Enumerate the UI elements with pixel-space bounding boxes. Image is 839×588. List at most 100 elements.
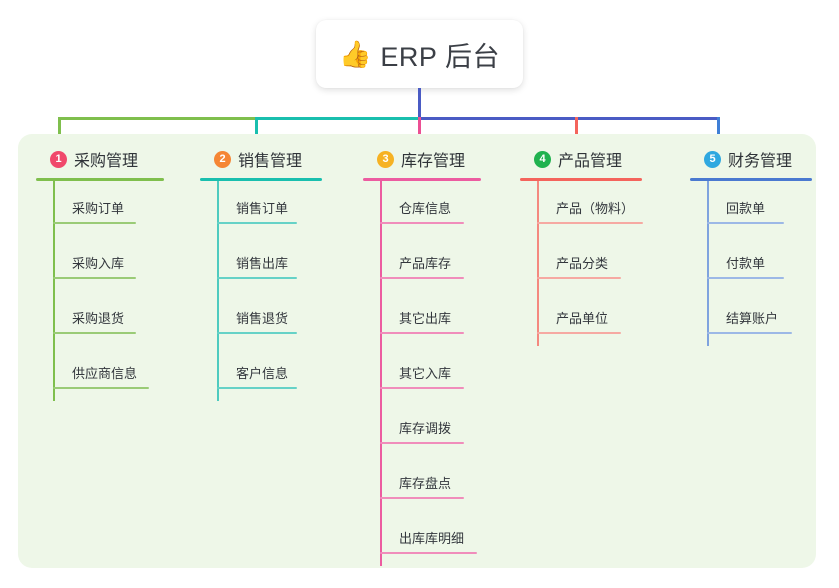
leaf-item[interactable]: 回款单 <box>690 181 820 236</box>
leaf-item[interactable]: 出库库明细 <box>363 511 503 566</box>
leaf-item[interactable]: 结算账户 <box>690 291 820 346</box>
leaf-label: 客户信息 <box>236 366 289 381</box>
bus-segment-green <box>58 117 258 120</box>
leaf-label: 付款单 <box>726 256 766 271</box>
leaf-rule <box>537 222 643 224</box>
leaf-label: 采购退货 <box>72 311 125 326</box>
branch-column-3: 3 库存管理 仓库信息 产品库存 其它出库 其它入库 库存调拨 <box>363 146 503 566</box>
leaf-label: 采购订单 <box>72 201 125 216</box>
branch-rule-5 <box>690 178 812 181</box>
leaf-rule <box>380 442 464 444</box>
leaf-item[interactable]: 销售出库 <box>200 236 330 291</box>
branch-title-5: 财务管理 <box>728 153 793 170</box>
leaf-label: 库存盘点 <box>399 476 452 491</box>
branch-children-1: 采购订单 采购入库 采购退货 供应商信息 <box>36 181 166 401</box>
branch-column-1: 1 采购管理 采购订单 采购入库 采购退货 供应商信息 <box>36 146 166 401</box>
branch-header-5[interactable]: 5 财务管理 <box>690 146 820 172</box>
branch-rule-4 <box>520 178 642 181</box>
branch-header-4[interactable]: 4 产品管理 <box>520 146 665 172</box>
branch-column-2: 2 销售管理 销售订单 销售出库 销售退货 客户信息 <box>200 146 330 401</box>
branch-column-5: 5 财务管理 回款单 付款单 结算账户 <box>690 146 820 346</box>
leaf-label: 回款单 <box>726 201 766 216</box>
branch-column-4: 4 产品管理 产品（物料） 产品分类 产品单位 <box>520 146 665 346</box>
leaf-rule <box>380 277 464 279</box>
leaf-rule <box>217 277 297 279</box>
leaf-rule <box>53 222 136 224</box>
branch-title-3: 库存管理 <box>401 153 466 170</box>
leaf-item[interactable]: 仓库信息 <box>363 181 503 236</box>
branch-badge-4: 4 <box>534 150 551 168</box>
leaf-item[interactable]: 采购入库 <box>36 236 166 291</box>
leaf-item[interactable]: 产品单位 <box>520 291 665 346</box>
leaf-item[interactable]: 付款单 <box>690 236 820 291</box>
drop-line-branch-4 <box>575 117 578 149</box>
leaf-rule <box>707 222 784 224</box>
leaf-item[interactable]: 产品分类 <box>520 236 665 291</box>
branch-rule-1 <box>36 178 164 181</box>
branch-title-4: 产品管理 <box>558 153 623 170</box>
leaf-rule <box>53 332 136 334</box>
root-node[interactable]: 👍 ERP 后台 <box>316 20 523 88</box>
leaf-rule <box>380 222 464 224</box>
branch-rule-2 <box>200 178 322 181</box>
drop-line-branch-5 <box>717 117 720 149</box>
branch-badge-1: 1 <box>50 150 67 168</box>
leaf-label: 销售退货 <box>236 311 289 326</box>
leaf-item[interactable]: 其它入库 <box>363 346 503 401</box>
branch-trunk-2 <box>217 181 219 401</box>
root-stem-line <box>418 88 421 120</box>
leaf-rule <box>217 387 297 389</box>
branch-title-2: 销售管理 <box>238 153 303 170</box>
branch-header-3[interactable]: 3 库存管理 <box>363 146 503 172</box>
leaf-rule <box>217 222 297 224</box>
leaf-item[interactable]: 采购退货 <box>36 291 166 346</box>
leaf-item[interactable]: 客户信息 <box>200 346 330 401</box>
drop-line-branch-2 <box>255 117 258 149</box>
leaf-item[interactable]: 销售退货 <box>200 291 330 346</box>
leaf-label: 产品单位 <box>556 311 609 326</box>
leaf-label: 产品（物料） <box>556 201 635 216</box>
leaf-rule <box>537 277 621 279</box>
leaf-label: 其它入库 <box>399 366 452 381</box>
branch-children-5: 回款单 付款单 结算账户 <box>690 181 820 346</box>
branches-panel <box>18 134 816 568</box>
leaf-label: 销售订单 <box>236 201 289 216</box>
bus-segment-indigo <box>418 117 720 120</box>
branch-trunk-3 <box>380 181 382 566</box>
branch-header-2[interactable]: 2 销售管理 <box>200 146 330 172</box>
branch-children-4: 产品（物料） 产品分类 产品单位 <box>520 181 665 346</box>
leaf-label: 库存调拨 <box>399 421 452 436</box>
leaf-rule <box>380 387 464 389</box>
branch-children-3: 仓库信息 产品库存 其它出库 其它入库 库存调拨 库存盘点 <box>363 181 503 566</box>
leaf-rule <box>707 277 784 279</box>
leaf-label: 供应商信息 <box>72 366 138 381</box>
leaf-rule <box>53 277 136 279</box>
leaf-rule <box>380 332 464 334</box>
branch-children-2: 销售订单 销售出库 销售退货 客户信息 <box>200 181 330 401</box>
leaf-item[interactable]: 库存调拨 <box>363 401 503 456</box>
leaf-item[interactable]: 采购订单 <box>36 181 166 236</box>
leaf-rule <box>53 387 149 389</box>
leaf-item[interactable]: 产品（物料） <box>520 181 665 236</box>
leaf-item[interactable]: 销售订单 <box>200 181 330 236</box>
leaf-item[interactable]: 供应商信息 <box>36 346 166 401</box>
leaf-label: 仓库信息 <box>399 201 452 216</box>
drop-line-branch-1 <box>58 117 61 149</box>
leaf-item[interactable]: 其它出库 <box>363 291 503 346</box>
leaf-label: 采购入库 <box>72 256 125 271</box>
leaf-label: 产品库存 <box>399 256 452 271</box>
leaf-rule <box>380 497 464 499</box>
leaf-label: 出库库明细 <box>399 531 465 546</box>
leaf-item[interactable]: 产品库存 <box>363 236 503 291</box>
leaf-label: 其它出库 <box>399 311 452 326</box>
leaf-item[interactable]: 库存盘点 <box>363 456 503 511</box>
branch-header-1[interactable]: 1 采购管理 <box>36 146 166 172</box>
leaf-label: 产品分类 <box>556 256 609 271</box>
bus-segment-teal <box>255 117 421 120</box>
branch-badge-5: 5 <box>704 150 721 168</box>
thumbs-up-icon: 👍 <box>339 39 372 69</box>
root-node-title: ERP 后台 <box>380 41 500 72</box>
leaf-label: 结算账户 <box>726 311 779 326</box>
leaf-rule <box>537 332 621 334</box>
